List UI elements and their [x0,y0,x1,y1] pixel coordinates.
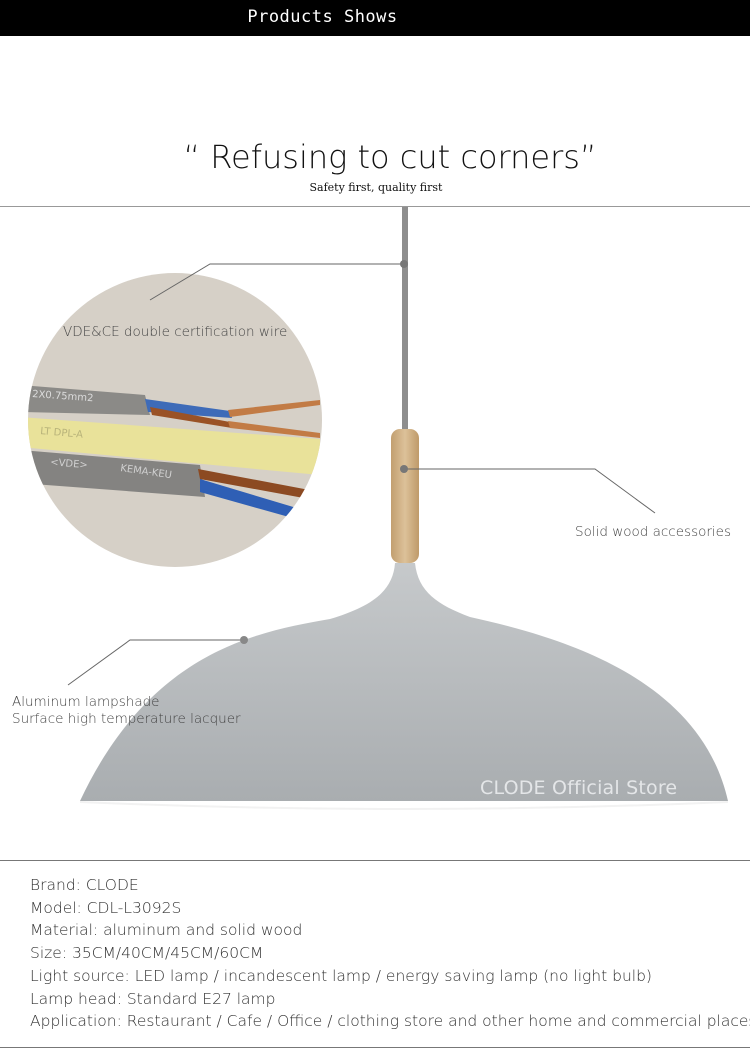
store-watermark: CLODE Official Store [480,777,678,799]
power-cord [402,207,408,429]
wire-detail-circle [28,273,322,567]
spec-material: Material: aluminum and solid wood [30,921,303,940]
top-banner: Products Shows [0,0,750,36]
top-divider [0,206,750,207]
shade-inner-rim [80,801,728,810]
spec-application: Application: Restaurant / Cafe / Office … [30,1012,750,1031]
cord-callout-dot [400,260,408,268]
svg-text:2X0.75mm2: 2X0.75mm2 [32,389,94,404]
bottom-divider [0,1047,750,1048]
svg-text:LT DPL-A: LT DPL-A [40,426,84,441]
aluminum-lampshade [80,563,728,801]
spec-brand: Brand: CLODE [30,876,139,894]
product-illustration: 2X0.75mm2 LT DPL-A <VDE> KEMA-KEU [28,207,728,810]
spec-size: Size: 35CM/40CM/45CM/60CM [30,944,264,963]
spec-list: Brand: CLODE Model: CDL-L3092S Material:… [30,874,750,1033]
callout-lines [67,263,656,686]
shade-callout-dot [240,636,248,644]
spec-lamp-head: Lamp head: Standard E27 lamp [30,989,276,1008]
specs-divider [0,860,750,861]
svg-text:<VDE>: <VDE> [50,457,88,471]
spec-light-source: Light source: LED lamp / incandescent la… [30,966,652,985]
headline-quote: “ Refusing to cut corners” [183,138,597,176]
headline-subtitle: Safety first, quality first [309,181,443,194]
wire-callout-label: VDE&CE double certification wire [63,324,288,340]
spec-model: Model: CDL-L3092S [30,898,182,917]
shade-callout-label-1: Aluminum lampshade [12,694,160,710]
wood-callout-dot [400,465,408,473]
wire-closeup: 2X0.75mm2 LT DPL-A <VDE> KEMA-KEU [28,385,320,519]
wood-socket [391,429,419,563]
wood-callout-label: Solid wood accessories [575,524,732,540]
shade-callout-label-2: Surface high temperature lacquer [12,711,241,727]
banner-title: Products Shows [247,7,398,27]
